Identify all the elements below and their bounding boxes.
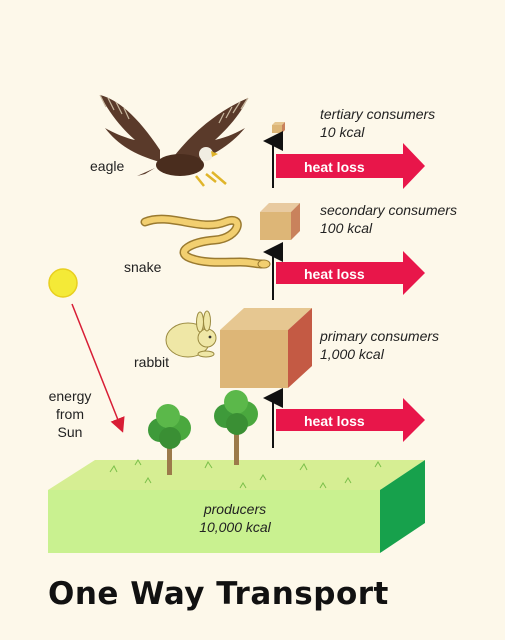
rabbit-label: rabbit bbox=[134, 354, 170, 370]
page-title: One Way Transport bbox=[48, 576, 389, 612]
heat-loss-label: heat loss bbox=[304, 413, 365, 429]
level-name: producers bbox=[203, 501, 267, 517]
secondary-consumer-cube bbox=[260, 203, 300, 240]
sun-label-line: energy bbox=[48, 388, 92, 404]
heat-loss-label: heat loss bbox=[304, 159, 365, 175]
sun-icon bbox=[48, 268, 78, 298]
tree-icon bbox=[214, 390, 258, 465]
tertiary-level-label: tertiary consumers 10 kcal bbox=[320, 105, 435, 141]
level-name: primary consumers bbox=[320, 328, 440, 344]
sun-energy-arrow bbox=[71, 303, 125, 433]
eagle-label: eagle bbox=[90, 158, 125, 174]
primary-consumer-cube bbox=[220, 308, 312, 388]
heat-loss-arrow bbox=[276, 143, 425, 189]
snake-label: snake bbox=[124, 259, 162, 275]
primary-level-label: primary consumers 1,000 kcal bbox=[320, 327, 439, 363]
snake-icon bbox=[140, 214, 271, 269]
level-energy: 10,000 kcal bbox=[199, 519, 271, 535]
level-name: tertiary consumers bbox=[320, 106, 436, 122]
producer-slab bbox=[48, 459, 425, 553]
tertiary-consumer-cube bbox=[272, 122, 285, 133]
sun-energy-label: energy from Sun bbox=[40, 387, 100, 441]
secondary-level-label: secondary consumers 100 kcal bbox=[320, 201, 457, 237]
producers-label: producers 10,000 kcal bbox=[150, 500, 320, 536]
eagle-icon bbox=[99, 94, 249, 187]
level-name: secondary consumers bbox=[320, 202, 457, 218]
sun-label-line: Sun bbox=[57, 424, 83, 440]
level-energy: 100 kcal bbox=[320, 220, 373, 236]
heat-loss-arrow bbox=[276, 398, 425, 442]
heat-loss-arrow bbox=[276, 251, 425, 295]
tree-icon bbox=[148, 404, 191, 475]
level-energy: 1,000 kcal bbox=[320, 346, 384, 362]
heat-loss-label: heat loss bbox=[304, 266, 365, 282]
level-energy: 10 kcal bbox=[320, 124, 365, 140]
rabbit-icon bbox=[165, 310, 217, 358]
sun-label-line: from bbox=[56, 406, 84, 422]
